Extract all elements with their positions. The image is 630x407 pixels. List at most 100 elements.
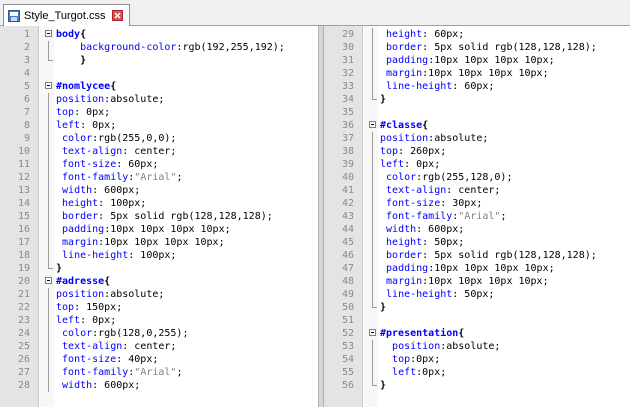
code-line[interactable]: 51	[324, 314, 630, 327]
editor-pane-right[interactable]: 29 height: 60px;30 border: 5px solid rgb…	[324, 26, 630, 407]
code-line[interactable]: 32 margin:10px 10px 10px 10px;	[324, 67, 630, 80]
token-prop: height	[386, 29, 423, 40]
code-text: border: 5px solid rgb(128,128,128);	[56, 210, 273, 223]
code-text: padding:10px 10px 10px 10px;	[380, 54, 555, 67]
code-line[interactable]: 26 font-size: 40px;	[0, 353, 318, 366]
code-line[interactable]: 36#classe{	[324, 119, 630, 132]
code-line[interactable]: 3 }	[0, 54, 318, 67]
fold-toggle-icon[interactable]	[45, 277, 52, 284]
code-line[interactable]: 17 margin:10px 10px 10px 10px;	[0, 236, 318, 249]
tab-style-turgot-css[interactable]: Style_Turgot.css	[3, 4, 130, 26]
token-val: : 40px;	[116, 354, 159, 365]
pane-splitter[interactable]	[318, 26, 324, 407]
code-line[interactable]: 44 width: 600px;	[324, 223, 630, 236]
code-line[interactable]: 4	[0, 67, 318, 80]
fold-line	[48, 249, 49, 262]
code-line[interactable]: 53 position:absolute;	[324, 340, 630, 353]
fold-toggle-icon[interactable]	[45, 82, 52, 89]
fold-line	[48, 119, 49, 132]
code-line[interactable]: 12 font-family:"Arial";	[0, 171, 318, 184]
code-line[interactable]: 24 color:rgb(128,0,255);	[0, 327, 318, 340]
code-line[interactable]: 40 color:rgb(255,128,0);	[324, 171, 630, 184]
close-icon[interactable]	[111, 10, 123, 21]
token-prop: font-size	[62, 354, 117, 365]
token-val: : 5px solid rgb(128,128,128);	[422, 250, 597, 261]
code-line[interactable]: 56}	[324, 379, 630, 392]
line-number: 48	[341, 276, 354, 287]
code-line[interactable]: 48 margin:10px 10px 10px 10px;	[324, 275, 630, 288]
code-text: #classe{	[380, 119, 428, 132]
fold-line	[48, 171, 49, 184]
code-line[interactable]: 2 background-color:rgb(192,255,192);	[0, 41, 318, 54]
code-line[interactable]: 5#nomlycee{	[0, 80, 318, 93]
code-text: width: 600px;	[56, 379, 140, 392]
line-number: 39	[341, 159, 354, 170]
code-line[interactable]: 16 padding:10px 10px 10px 10px;	[0, 223, 318, 236]
code-line[interactable]: 34}	[324, 93, 630, 106]
fold-toggle-icon[interactable]	[369, 329, 376, 336]
code-line[interactable]: 33 line-height: 60px;	[324, 80, 630, 93]
code-line[interactable]: 27 font-family:"Arial";	[0, 366, 318, 379]
token-prop: left	[392, 367, 417, 378]
token-val: : 60px;	[116, 159, 159, 170]
code-line[interactable]: 15 border: 5px solid rgb(128,128,128);	[0, 210, 318, 223]
code-line[interactable]: 42 font-size: 30px;	[324, 197, 630, 210]
code-text: top: 0px;	[56, 106, 110, 119]
token-val: :10px 10px 10px 10px;	[428, 263, 555, 274]
code-line[interactable]: 55 left:0px;	[324, 366, 630, 379]
code-line[interactable]: 45 height: 50px;	[324, 236, 630, 249]
code-line[interactable]: 30 border: 5px solid rgb(128,128,128);	[324, 41, 630, 54]
code-line[interactable]: 29 height: 60px;	[324, 28, 630, 41]
fold-line	[372, 366, 373, 379]
code-line[interactable]: 19}	[0, 262, 318, 275]
token-val: :0px;	[410, 354, 441, 365]
code-line[interactable]: 41 text-align: center;	[324, 184, 630, 197]
code-line[interactable]: 13 width: 600px;	[0, 184, 318, 197]
code-line[interactable]: 9 color:rgb(255,0,0);	[0, 132, 318, 145]
code-line[interactable]: 52#presentation{	[324, 327, 630, 340]
code-line[interactable]: 49 line-height: 50px;	[324, 288, 630, 301]
fold-line	[48, 301, 49, 314]
code-line[interactable]: 10 text-align: center;	[0, 145, 318, 158]
token-prop: padding	[386, 55, 429, 66]
code-line[interactable]: 14 height: 100px;	[0, 197, 318, 210]
code-line[interactable]: 35	[324, 106, 630, 119]
code-line[interactable]: 11 font-size: 60px;	[0, 158, 318, 171]
code-line[interactable]: 54 top:0px;	[324, 353, 630, 366]
fold-line	[48, 106, 49, 119]
line-number: 45	[341, 237, 354, 248]
token-brace: }	[80, 55, 87, 66]
fold-line	[48, 132, 49, 145]
token-brace: }	[380, 380, 387, 391]
code-line[interactable]: 31 padding:10px 10px 10px 10px;	[324, 54, 630, 67]
line-number: 14	[17, 198, 30, 209]
fold-toggle-icon[interactable]	[45, 30, 52, 37]
line-number: 8	[23, 120, 30, 131]
code-line[interactable]: 18 line-height: 100px;	[0, 249, 318, 262]
code-line[interactable]: 25 text-align: center;	[0, 340, 318, 353]
code-line[interactable]: 28 width: 600px;	[0, 379, 318, 392]
token-prop: line-height	[62, 250, 129, 261]
token-prop: color	[62, 328, 93, 339]
code-line[interactable]: 20#adresse{	[0, 275, 318, 288]
fold-toggle-icon[interactable]	[369, 121, 376, 128]
code-line[interactable]: 50}	[324, 301, 630, 314]
line-number: 13	[17, 185, 30, 196]
code-line[interactable]: 47 padding:10px 10px 10px 10px;	[324, 262, 630, 275]
code-line[interactable]: 43 font-family:"Arial";	[324, 210, 630, 223]
line-number: 19	[17, 263, 30, 274]
code-line[interactable]: 46 border: 5px solid rgb(128,128,128);	[324, 249, 630, 262]
code-text: font-family:"Arial";	[56, 366, 182, 379]
line-number: 25	[17, 341, 30, 352]
